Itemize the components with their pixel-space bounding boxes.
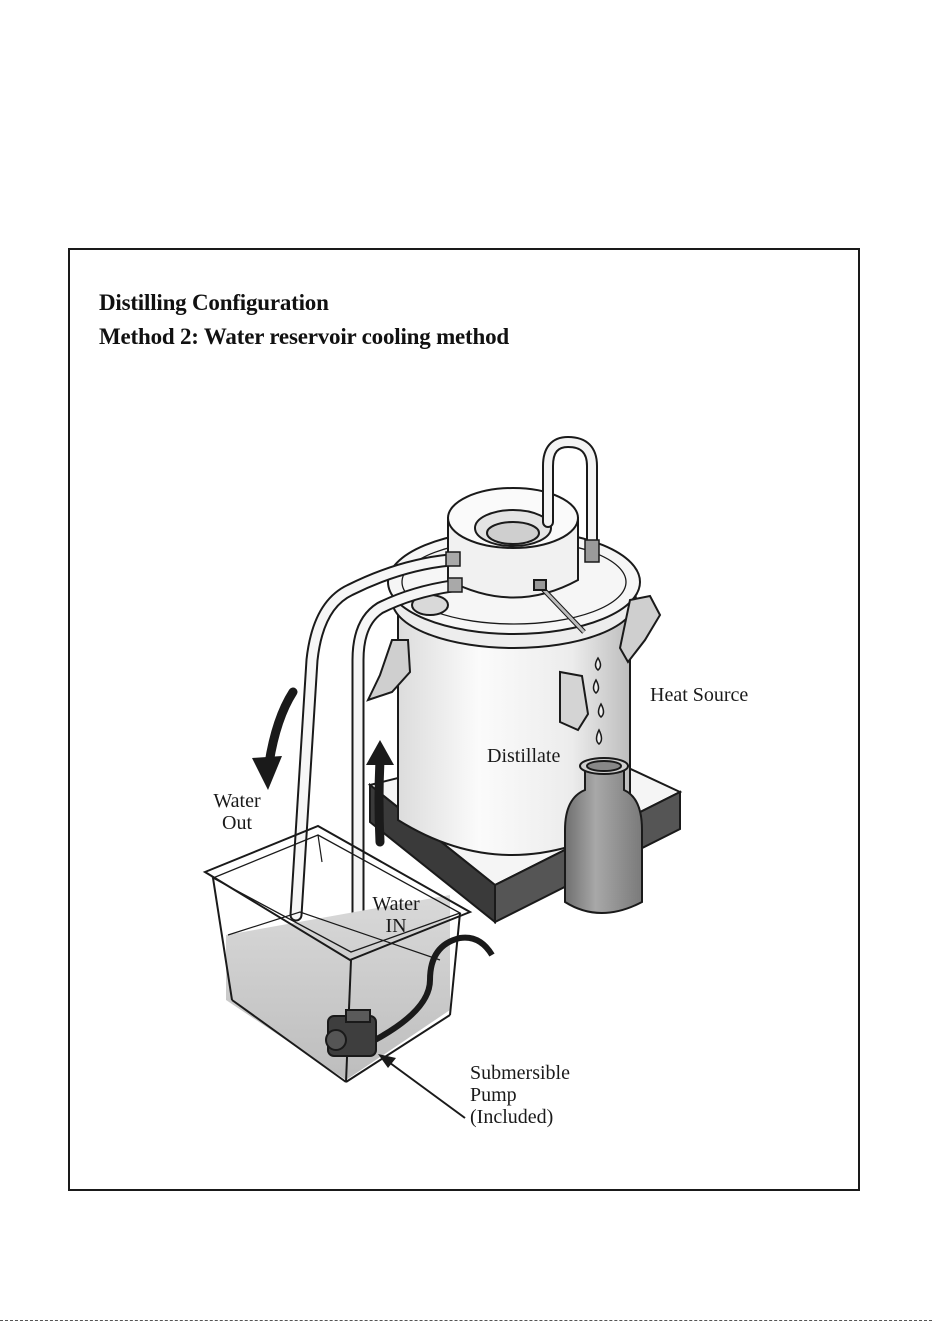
- distillate-label: Distillate: [487, 745, 560, 767]
- water-in-label-line2: IN: [366, 915, 426, 937]
- lower-hose-fitting: [448, 578, 462, 592]
- upper-hose-fitting: [446, 552, 460, 566]
- pump-label: Submersible Pump (Included): [470, 1062, 570, 1128]
- page-edge-rule: [0, 1320, 932, 1321]
- pump-pointer-arrow: [378, 1054, 465, 1118]
- water-in-label-line1: Water: [366, 893, 426, 915]
- heat-source-label: Heat Source: [650, 684, 748, 706]
- water-out-arrow: [252, 692, 293, 790]
- pump-label-line1: Submersible: [470, 1062, 570, 1084]
- pump-label-line3: (Included): [470, 1106, 570, 1128]
- water-out-label-line1: Water: [204, 790, 270, 812]
- water-out-label: Water Out: [204, 790, 270, 834]
- pump-label-line2: Pump: [470, 1084, 570, 1106]
- water-out-label-line2: Out: [204, 812, 270, 834]
- water-in-label: Water IN: [366, 893, 426, 937]
